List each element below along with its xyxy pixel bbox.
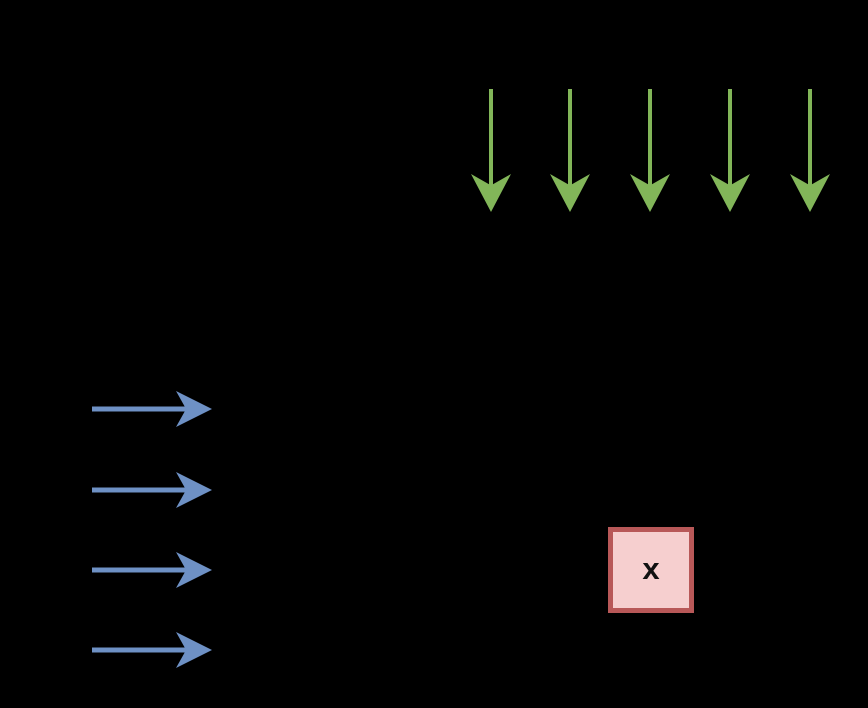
arrow-shaft [92,567,189,573]
arrow-head [471,174,511,212]
arrow-shaft [92,487,189,493]
box-label: x [642,551,660,586]
arrow-stem [728,89,732,208]
arrow-shaft [92,406,189,412]
rightward-arrow-1 [92,391,212,427]
rightward-arrow-3 [92,552,212,588]
downward-arrow-4 [710,89,750,212]
downward-arrow-1 [471,89,511,212]
downward-arrow-5 [790,89,830,212]
rightward-arrow-4 [92,632,212,668]
arrow-stem [808,89,812,208]
arrow-head [176,391,212,427]
arrow-stem [568,89,572,208]
arrow-head [176,632,212,668]
rightward-arrow-group [92,391,212,668]
downward-arrow-3 [630,89,670,212]
arrow-head [176,472,212,508]
downward-arrow-group [471,89,830,212]
rightward-arrow-2 [92,472,212,508]
arrow-head [710,174,750,212]
arrow-head [176,552,212,588]
labeled-box[interactable]: x [608,527,694,613]
arrow-stem [489,89,493,208]
arrow-head [630,174,670,212]
arrow-stem [648,89,652,208]
downward-arrow-2 [550,89,590,212]
arrow-head [550,174,590,212]
arrow-shaft [92,647,189,653]
box-rect[interactable] [608,527,694,613]
arrow-head [790,174,830,212]
